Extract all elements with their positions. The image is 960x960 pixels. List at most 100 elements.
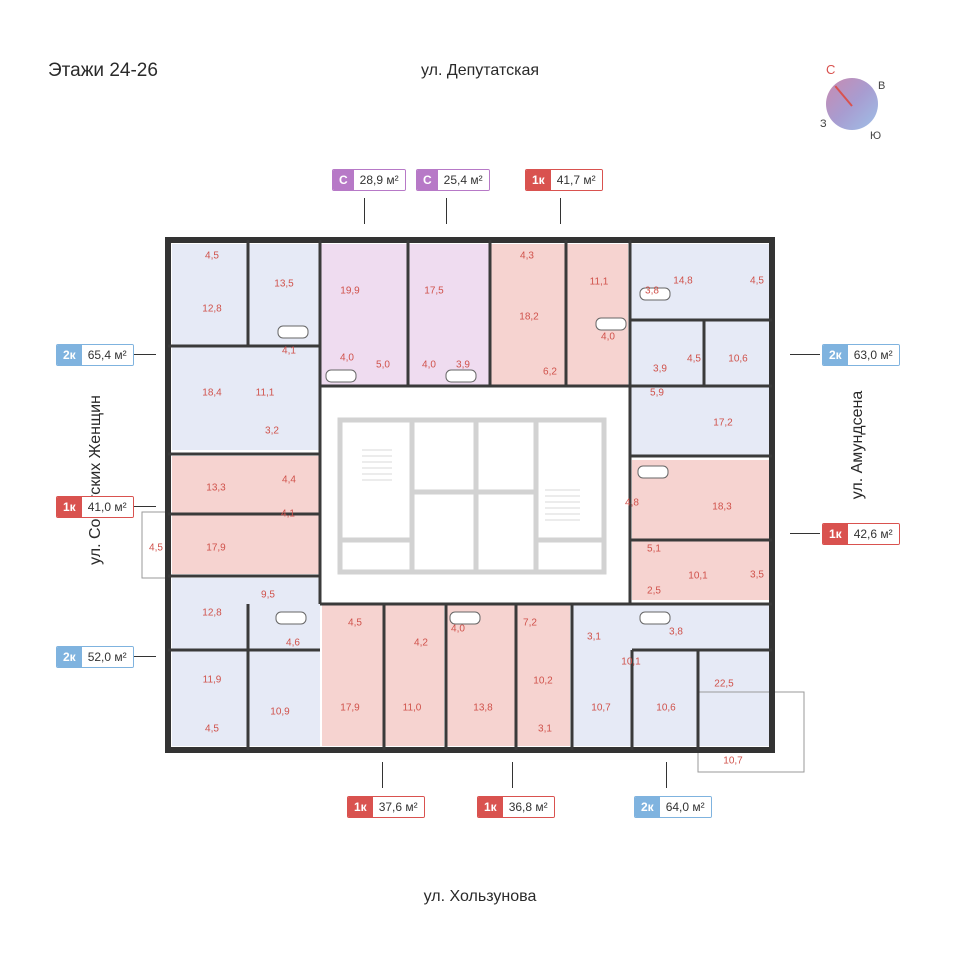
room-area-label: 10,7 (723, 755, 743, 767)
room-area-label: 5,0 (376, 359, 390, 371)
room-area-label: 13,5 (274, 278, 294, 290)
apartment-type: 1к (478, 797, 503, 817)
room-area-label: 4,3 (520, 250, 534, 262)
room-area-label: 3,8 (669, 626, 683, 638)
compass-w: З (820, 118, 827, 130)
apartment-area: 36,8 м² (502, 797, 554, 817)
room-area-label: 17,5 (424, 285, 444, 297)
room-area-label: 17,9 (340, 702, 360, 714)
apartment-type: 2к (57, 647, 82, 667)
room-area-label: 12,8 (202, 303, 222, 315)
room-area-label: 3,1 (538, 723, 552, 735)
interior-walls (168, 240, 772, 750)
room-area-label: 3,5 (750, 569, 764, 581)
apartment-area: 52,0 м² (81, 647, 133, 667)
room-area-label: 10,7 (591, 702, 611, 714)
compass-s: Ю (870, 130, 882, 142)
connector (560, 198, 561, 224)
connector (382, 762, 383, 788)
connector (790, 533, 820, 534)
connector (122, 656, 156, 657)
apartment-type: 1к (348, 797, 373, 817)
apartment-type: 2к (635, 797, 660, 817)
street-bottom: ул. Хользунова (423, 888, 537, 905)
room-area-label: 11,1 (255, 387, 275, 399)
apartment-type: 2к (823, 345, 848, 365)
compass-e: В (878, 80, 886, 92)
room-area-label: 4,5 (205, 250, 219, 262)
room-area-label: 18,3 (712, 501, 732, 513)
apartment-type: 1к (526, 170, 551, 190)
apartment-type: С (333, 170, 354, 190)
room-area-label: 4,5 (687, 353, 701, 365)
compass-icon (826, 78, 878, 130)
room-area-label: 10,1 (621, 656, 641, 668)
room-area-label: 13,3 (206, 482, 226, 494)
room-area-label: 4,6 (286, 637, 300, 649)
room-area-label: 13,8 (473, 702, 493, 714)
connector (790, 354, 820, 355)
room-area-label: 4,1 (281, 508, 295, 520)
apartment-area: 37,6 м² (372, 797, 424, 817)
room-area-label: 9,5 (261, 589, 275, 601)
room-area-label: 3,8 (645, 285, 659, 297)
room-area-label: 4,0 (422, 359, 436, 371)
room-area-label: 14,8 (673, 275, 693, 287)
room-area-label: 4,5 (205, 723, 219, 735)
room-area-label: 2,5 (647, 585, 661, 597)
room-area-label: 4,0 (340, 352, 354, 364)
apartment-area: 41,7 м² (550, 170, 602, 190)
room-area-label: 6,2 (543, 366, 557, 378)
outer-walls (165, 237, 775, 753)
apartment-type: 1к (823, 524, 848, 544)
room-area-label: 4,5 (750, 275, 764, 287)
room-area-label: 4,8 (625, 497, 639, 509)
room-area-label: 18,4 (202, 387, 222, 399)
apartment-fills (172, 244, 770, 746)
apartment-area: 42,6 м² (847, 524, 899, 544)
apartment-type: С (417, 170, 438, 190)
building-core (337, 417, 607, 575)
connector (364, 198, 365, 224)
room-area-label: 10,9 (270, 706, 290, 718)
apartment-area: 25,4 м² (437, 170, 489, 190)
room-area-label: 4,1 (282, 345, 296, 357)
connector (122, 506, 156, 507)
room-area-label: 19,9 (340, 285, 360, 297)
room-area-label: 3,1 (587, 631, 601, 643)
room-area-label: 11,0 (402, 702, 422, 714)
room-area-label: 4,5 (149, 542, 163, 554)
connector (512, 762, 513, 788)
room-area-label: 5,9 (650, 387, 664, 399)
room-area-label: 10,6 (728, 353, 748, 365)
room-area-label: 4,4 (282, 474, 296, 486)
compass-n: С (826, 62, 836, 77)
room-area-label: 4,0 (601, 331, 615, 343)
room-area-label: 18,2 (519, 311, 539, 323)
apartment-area: 28,9 м² (353, 170, 405, 190)
room-area-label: 7,2 (523, 617, 537, 629)
apartment-area: 41,0 м² (81, 497, 133, 517)
room-area-label: 4,5 (348, 617, 362, 629)
apartment-area: 64,0 м² (659, 797, 711, 817)
room-area-label: 11,9 (202, 674, 222, 686)
apartment-area: 63,0 м² (847, 345, 899, 365)
room-area-label: 10,2 (533, 675, 553, 687)
room-area-label: 3,2 (265, 425, 279, 437)
room-area-label: 10,1 (688, 570, 708, 582)
connector (446, 198, 447, 224)
room-area-label: 4,0 (451, 623, 465, 635)
apartment-type: 2к (57, 345, 82, 365)
